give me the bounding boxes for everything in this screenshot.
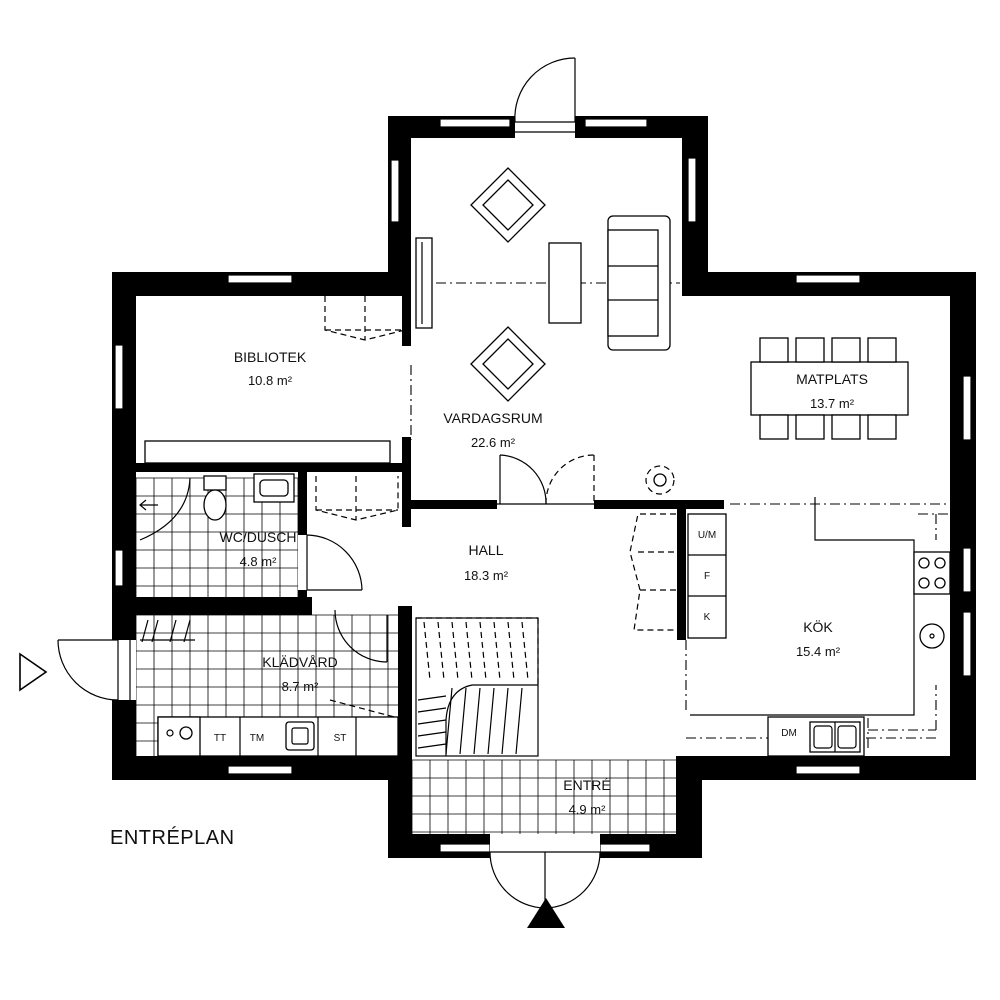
room-area-vardagsrum: 22.6 m² (471, 435, 516, 450)
dining-table (750, 361, 909, 416)
room-name-kok: KÖK (803, 618, 833, 635)
bookshelf (144, 440, 391, 464)
armchair-bottom (470, 326, 546, 402)
kitchen-fixtures (687, 497, 951, 757)
label-um: U/M (698, 530, 716, 541)
label-k: K (704, 612, 711, 623)
tv-bench (415, 237, 433, 329)
library-furniture (144, 296, 406, 464)
dining-furniture (645, 337, 909, 495)
room-name-kladvard: KLÄDVÅRD (262, 654, 337, 670)
label-st: ST (334, 733, 347, 744)
room-name-matplats: MATPLATS (796, 371, 868, 387)
room-area-bibliotek: 10.8 m² (248, 373, 293, 388)
label-f: F (704, 571, 710, 582)
appliance-labels: U/M F K TT TM ST DM (214, 530, 797, 744)
stove (913, 551, 951, 595)
cabinet-library (324, 296, 406, 341)
room-area-matplats: 13.7 m² (810, 396, 855, 411)
room-name-entre: ENTRÉ (563, 777, 610, 793)
room-area-hall: 18.3 m² (464, 568, 509, 583)
living-room-furniture (415, 167, 671, 402)
side-entrance-arrow-icon (19, 652, 48, 692)
ventilation-icon (645, 465, 675, 495)
windows (114, 118, 972, 853)
entrance-markers (19, 652, 565, 928)
room-area-kladvard: 8.7 m² (282, 679, 320, 694)
hall-wardrobe (629, 513, 676, 631)
coffee-table (548, 242, 582, 324)
room-area-kok: 15.4 m² (796, 644, 841, 659)
wc-fixtures (139, 473, 295, 541)
laundry-fixtures (140, 619, 399, 757)
plan-title: ENTRÉPLAN (110, 826, 235, 849)
main-entrance-arrow-icon (527, 898, 565, 928)
round-sink (919, 623, 945, 649)
entre-tiles (411, 759, 676, 834)
label-dm: DM (781, 728, 797, 739)
label-tt: TT (214, 733, 226, 744)
staircase (415, 617, 539, 757)
room-name-bibliotek: BIBLIOTEK (234, 349, 307, 365)
dining-chairs (759, 337, 897, 440)
label-tm: TM (250, 733, 264, 744)
room-name-vardagsrum: VARDAGSRUM (443, 410, 542, 426)
room-name-wc-dusch: WC/DUSCH (220, 529, 297, 545)
doors (57, 57, 601, 910)
sofa (607, 215, 671, 351)
room-name-hall: HALL (468, 542, 503, 558)
hanger-rail (140, 619, 195, 643)
hall-cabinets (315, 476, 676, 631)
toilet-icon (203, 475, 227, 521)
armchair-top (470, 167, 546, 243)
room-area-wc-dusch: 4.8 m² (240, 554, 278, 569)
room-labels: BIBLIOTEK 10.8 m² VARDAGSRUM 22.6 m² MAT… (220, 349, 868, 817)
room-area-entre: 4.9 m² (569, 802, 607, 817)
